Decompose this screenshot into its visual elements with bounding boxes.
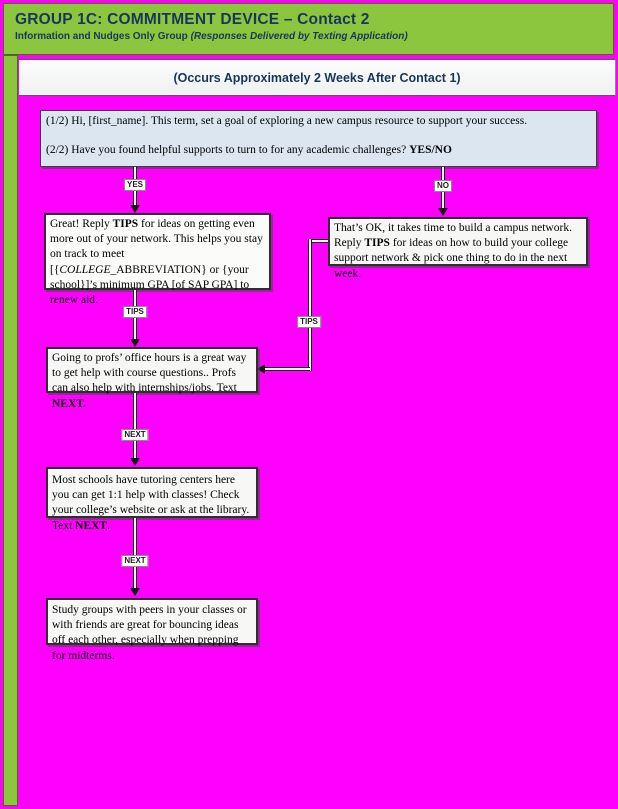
next-keyword: NEXT <box>75 519 108 532</box>
left-green-strip <box>3 55 18 806</box>
tips-right-arrowhead-icon <box>257 364 265 374</box>
tips-left-arrowhead-icon <box>130 339 140 347</box>
intro-message-box: (1/2) Hi, [first_name]. This term, set a… <box>40 110 597 167</box>
tips-right-connector-hline <box>265 367 310 371</box>
tips-right-connector-vline <box>308 239 312 371</box>
subtitle-italic-text: (Responses Delivered by Texting Applicat… <box>190 31 408 42</box>
next-label-2: NEXT <box>121 555 149 567</box>
study-groups-tip-box: Study groups with peers in your classes … <box>46 598 258 662</box>
yes-connector-arrowhead-icon <box>130 205 140 213</box>
timing-banner-text: (Occurs Approximately 2 Weeks After Cont… <box>173 70 461 85</box>
timing-banner: (Occurs Approximately 2 Weeks After Cont… <box>19 59 616 96</box>
intro-line-1: (1/2) Hi, [first_name]. This term, set a… <box>46 115 528 127</box>
next-arrowhead-icon-2 <box>130 588 140 596</box>
tips-keyword: TIPS <box>112 218 139 230</box>
page-subtitle: Information and Nudges Only Group (Respo… <box>15 31 613 42</box>
subtitle-text: Information and Nudges Only Group <box>15 31 191 42</box>
next-arrowhead-icon-1 <box>130 458 140 466</box>
yes-branch-box: Great! Reply TIPS for ideas on getting e… <box>44 213 271 306</box>
tips-keyword: TIPS <box>364 237 390 250</box>
intro-line-2: (2/2) Have you found helpful supports to… <box>46 144 452 157</box>
next-connector-line-2 <box>133 518 137 589</box>
page-title: GROUP 1C: COMMITMENT DEVICE – Contact 2 <box>15 11 370 28</box>
next-keyword: NEXT. <box>52 397 86 410</box>
yes-label: YES <box>123 179 147 191</box>
no-label: NO <box>434 180 452 192</box>
yes-no-prompt: YES/NO <box>409 144 452 157</box>
tips-label-left: TIPS <box>123 306 147 318</box>
tutoring-tip-box: Most schools have tutoring centers here … <box>46 467 258 532</box>
office-hours-tip-box: Going to profs’ office hours is a great … <box>46 347 258 410</box>
tips-right-connector-stub <box>310 239 328 243</box>
no-connector-arrowhead-icon <box>438 208 448 216</box>
next-label-1: NEXT <box>121 429 149 441</box>
tips-label-right: TIPS <box>297 316 321 328</box>
no-branch-box: That’s OK, it takes time to build a camp… <box>328 217 588 280</box>
page-header: GROUP 1C: COMMITMENT DEVICE – Contact 2 … <box>3 3 614 55</box>
next-connector-line-1 <box>133 393 137 459</box>
college-placeholder: COLLEGE <box>59 263 111 276</box>
